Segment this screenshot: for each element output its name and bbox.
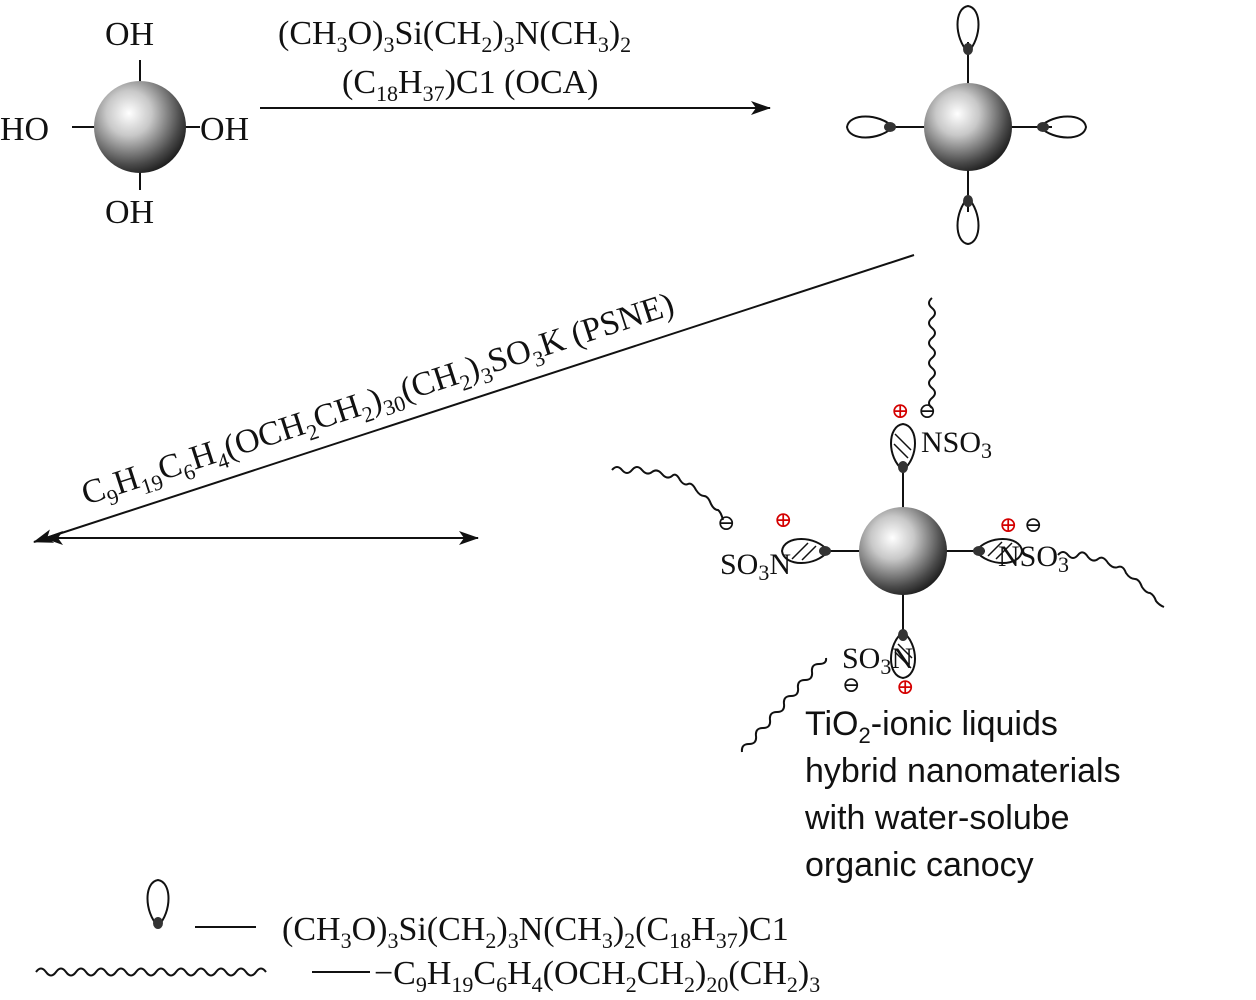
- group-label-left: SO3N: [720, 548, 791, 585]
- plus-charge-right: ⊕: [999, 512, 1017, 537]
- hybrid-particle: NSO3 SO3N NSO3 SO3N ⊕ ⊖ ⊕ ⊖ ⊕ ⊖ ⊕ ⊖: [611, 297, 1165, 753]
- psne-chain-bottom: [740, 657, 828, 753]
- product-caption: TiO2-ionic liquids hybrid nanomaterials …: [804, 705, 1121, 884]
- minus-charge-bottom: ⊖: [842, 672, 860, 697]
- reagent-1-line-1: (CH3O)3Si(CH2)3N(CH3)2: [278, 15, 631, 57]
- psne-chain-right: [1057, 551, 1165, 608]
- group-label-right: NSO3: [998, 540, 1069, 577]
- minus-charge-left: ⊖: [717, 510, 735, 535]
- ho-left-label: HO: [0, 111, 49, 148]
- intermediate-particle: [846, 5, 1087, 245]
- plus-charge-top: ⊕: [891, 398, 909, 423]
- caption-line-4: organic canocy: [805, 846, 1034, 884]
- caption-line-3: with water-solube: [804, 799, 1070, 837]
- reagent-1-line-2: (C18H37)C1 (OCA): [342, 64, 599, 106]
- group-label-top: NSO3: [921, 426, 992, 463]
- legend-row-2: −C9H19C6H4(OCH2CH2)20(CH2)3: [374, 955, 820, 997]
- oca-loop-bottom: [956, 194, 980, 245]
- reagent-2-psne: C9H19C6H4(OCH2CH2)30(CH2)3SO3K (PSNE): [77, 286, 680, 518]
- starting-particle: OH OH HO OH: [0, 16, 249, 231]
- oh-right-label: OH: [200, 111, 249, 148]
- psne-chain-left: [611, 466, 724, 521]
- oca-loop-right: [1036, 115, 1087, 139]
- legend-row-1: (CH3O)3Si(CH2)3N(CH3)2(C18H37)C1: [282, 911, 789, 953]
- legend-wavy-symbol: [35, 967, 267, 977]
- legend-loop-symbol: [146, 879, 170, 930]
- ionic-loop-top: [890, 423, 916, 474]
- oca-loop-top: [956, 5, 980, 56]
- oh-bottom-label: OH: [105, 194, 154, 231]
- tio2-sphere-start: [94, 81, 186, 173]
- plus-charge-left: ⊕: [774, 507, 792, 532]
- legend: (CH3O)3Si(CH2)3N(CH3)2(C18H37)C1 −C9H19C…: [35, 879, 820, 997]
- psne-chain-top: [928, 297, 936, 409]
- group-label-bottom: SO3N: [842, 642, 913, 679]
- minus-charge-right: ⊖: [1024, 512, 1042, 537]
- plus-charge-bottom: ⊕: [896, 674, 914, 699]
- caption-line-1: TiO2-ionic liquids: [805, 705, 1058, 748]
- reaction-arrow-2: [33, 254, 915, 543]
- tio2-sphere-intermediate: [924, 83, 1012, 171]
- oh-top-label: OH: [105, 16, 154, 53]
- minus-charge-top: ⊖: [918, 398, 936, 423]
- oca-loop-left: [846, 115, 897, 139]
- tio2-sphere-hybrid: [859, 507, 947, 595]
- caption-line-2: hybrid nanomaterials: [805, 752, 1121, 790]
